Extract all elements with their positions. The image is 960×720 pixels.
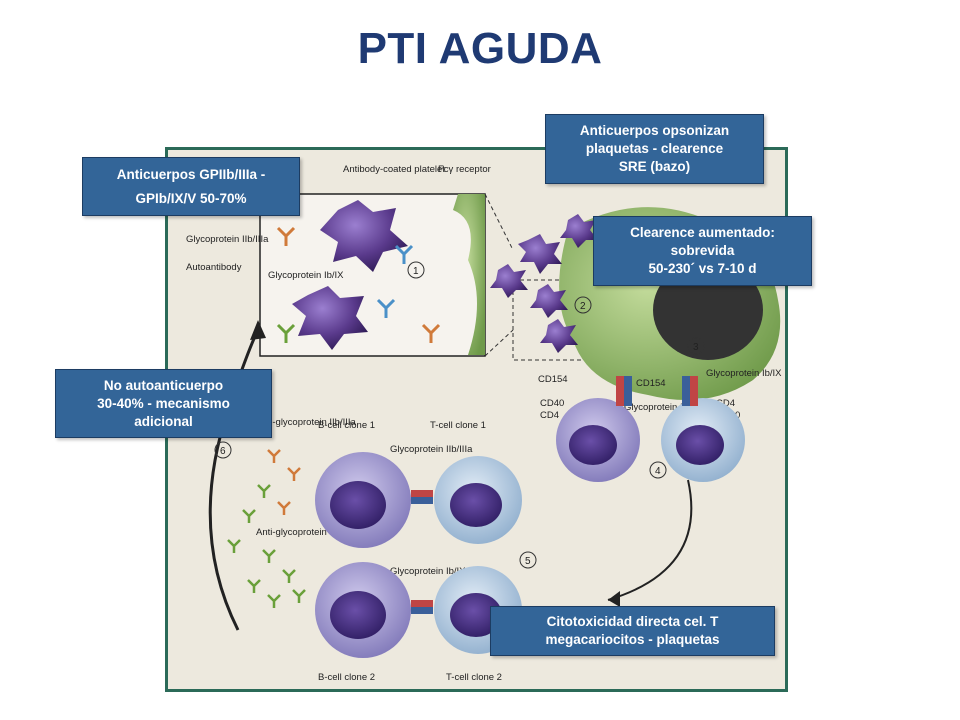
slide-title: PTI AGUDA	[357, 24, 603, 73]
callout-opsonize-line-3: SRE (bazo)	[618, 159, 691, 174]
label-gp-ib-ix-right: Glycoprotein Ib/IX	[706, 368, 782, 379]
callout-antibodies-gp: Anticuerpos GPIIb/IIIa - GPIb/IX/V 50-70…	[82, 157, 300, 216]
label-anti-gp-iib-iiia: Anti-glycoprotein IIb/IIIa	[256, 417, 357, 428]
platelet-large-2	[292, 286, 368, 350]
callout-no-autoantibody: No autoanticuerpo 30-40% - mecanismo adi…	[55, 369, 272, 438]
callout-cytotoxicity-line-1: Citotoxicidad directa cel. T	[546, 614, 719, 629]
label-cd4-right: CD4	[716, 398, 735, 409]
label-gp-ib-ix-lower: Glycoprotein Ib/IX	[390, 566, 466, 577]
label-b-cell-clone-2: B-cell clone 2	[318, 672, 375, 683]
platelet-small-2	[560, 214, 598, 248]
callout-clearance: Clearence aumentado: sobrevida 50-230´ v…	[593, 216, 812, 286]
callout-antibodies-gp-line-1: Anticuerpos GPIIb/IIIa -	[116, 166, 266, 182]
cycle-arrow	[208, 329, 260, 631]
step-number-3: 3	[693, 342, 699, 353]
label-gp-iib-iiia-lower: Glycoprotein IIb/IIIa	[390, 444, 473, 455]
callout-clearance-line-2: sobrevida	[670, 243, 735, 258]
callout-opsonize: Anticuerpos opsonizan plaquetas - cleare…	[545, 114, 764, 184]
antibodies-inset	[276, 226, 441, 343]
label-b-cell-clone-1: B-cell clone 1	[318, 420, 375, 431]
step-number-6: 6	[220, 446, 226, 457]
label-cd40-left: CD40	[540, 398, 564, 409]
label-glycoprotein-iib-iiia: Glycoprotein IIb/IIIa	[186, 234, 269, 245]
platelet-small-5	[540, 319, 578, 353]
callout-antibodies-gp-line-2: GPIb/IX/V 50-70%	[135, 190, 247, 206]
callout-no-autoantibody-line-2: 30-40% - mecanismo	[97, 395, 230, 411]
callout-cytotoxicity: Citotoxicidad directa cel. T megacarioci…	[490, 606, 775, 656]
step-number-4: 4	[655, 466, 661, 477]
macrophage-edge	[453, 194, 485, 355]
callout-clearance-line-3: 50-230´ vs 7-10 d	[648, 261, 757, 276]
step-number-1: 1	[413, 266, 419, 277]
callout-no-autoantibody-line-1: No autoanticuerpo	[103, 377, 224, 393]
label-antibody-coated-platelet: Antibody-coated platelet	[343, 164, 445, 175]
callout-opsonize-line-2: plaquetas - clearence	[585, 141, 724, 156]
callout-clearance-line-1: Clearence aumentado:	[630, 225, 775, 240]
label-glycoprotein-ib-ix: Glycoprotein Ib/IX	[268, 270, 344, 281]
label-cd154-right: CD154	[636, 378, 666, 389]
zoom-box	[512, 279, 592, 361]
label-gp-iib-iiia-mid: Glycoprotein IIb/IIIa	[624, 402, 707, 413]
label-autoantibody: Autoantibody	[186, 262, 242, 273]
label-t-cell-clone-2: T-cell clone 2	[446, 672, 502, 683]
platelet-small-1	[518, 234, 562, 274]
callout-no-autoantibody-line-3: adicional	[134, 413, 193, 429]
label-anti-gp-ib-ix: Anti-glycoprotein Ib/IX	[256, 527, 350, 538]
label-t-cell-clone-1: T-cell clone 1	[430, 420, 486, 431]
callout-opsonize-line-1: Anticuerpos opsonizan	[579, 123, 730, 138]
platelet-small-4	[530, 284, 568, 318]
platelet-large-1	[320, 200, 408, 272]
step-number-5: 5	[525, 556, 531, 567]
antibodies-scattered	[227, 449, 306, 608]
itp-mechanism-illustration: Antibody-coated platelet Fcγ receptor Gl…	[186, 164, 782, 683]
step-number-2: 2	[580, 301, 586, 312]
platelet-small-3	[490, 264, 528, 298]
label-fc-receptor: Fcγ receptor	[438, 164, 491, 175]
label-cd154-left: CD154	[538, 374, 568, 385]
callout-cytotoxicity-line-2: megacariocitos - plaquetas	[545, 632, 720, 647]
label-cd4-left: CD4	[540, 410, 559, 421]
